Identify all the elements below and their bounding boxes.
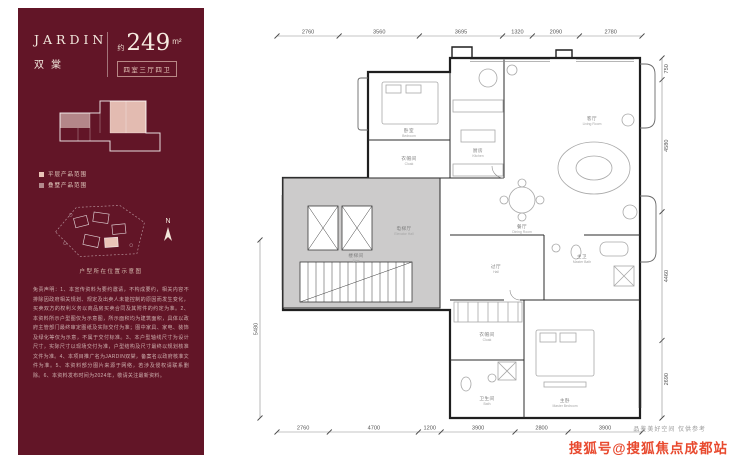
dimension-labels: 2760 3560 3695 1320 2090 2780 2760 4700 1200 3900… [254, 30, 670, 435]
disclaimer-text: 免责声明：1、本宣传资料为要约邀请，不构成要约，相关内容不排除因政府相关规划、规… [33, 287, 189, 379]
svg-text:2760: 2760 [302, 30, 314, 36]
legend-swatch-light [39, 182, 44, 188]
legend-row-stacked: 叠墅产品范围 [39, 181, 183, 189]
svg-text:2800: 2800 [535, 426, 547, 432]
svg-text:2760: 2760 [297, 426, 309, 432]
legend-label: 叠墅产品范围 [48, 183, 88, 189]
svg-text:4460: 4460 [664, 270, 670, 282]
svg-text:2690: 2690 [664, 373, 670, 385]
keyplan-thumbnail [59, 100, 161, 152]
brand-logo: JARDIN [34, 32, 108, 47]
svg-text:3900: 3900 [599, 426, 611, 432]
area-prefix: 约 [117, 45, 125, 52]
furniture [381, 64, 638, 392]
keyplan-wrap [33, 93, 189, 161]
siteplan-row: N [33, 201, 189, 261]
floorplan-svg: 2760 3560 3695 1320 2090 2780 2760 4700 1200 3900… [254, 30, 670, 435]
svg-text:2780: 2780 [604, 30, 616, 36]
legend-swatch-pink [39, 171, 44, 177]
siteplan-diagram [55, 205, 145, 257]
terrace-mid-right [640, 195, 657, 263]
roof-notch-left [451, 46, 473, 58]
brand-block: JARDIN 双棠 [34, 32, 107, 71]
svg-text:1200: 1200 [424, 426, 436, 432]
north-label: N [165, 218, 171, 225]
svg-text:4580: 4580 [664, 139, 670, 151]
area-block: 约 249 m² 四室三厅四卫 [107, 32, 195, 77]
area-unit: m² [172, 37, 182, 46]
interior-partitions [368, 58, 640, 418]
svg-text:5480: 5480 [254, 323, 260, 335]
watermark-text: 搜狐号@搜狐焦点成都站 [568, 441, 728, 456]
info-sidebar: JARDIN 双棠 约 249 m² 四室三厅四卫 [18, 8, 204, 455]
svg-text:2090: 2090 [550, 30, 562, 36]
north-arrow-icon: N [162, 218, 174, 244]
legend: 平层产品范围 叠墅产品范围 [33, 170, 189, 189]
area-value: 249 [126, 30, 171, 56]
area-row: 约 249 m² [117, 32, 195, 55]
svg-text:4700: 4700 [368, 426, 380, 432]
svg-text:750: 750 [664, 64, 670, 73]
siteplan-caption: 户型所在位置示意图 [79, 269, 143, 275]
sidebar-header: JARDIN 双棠 约 249 m² 四室三厅四卫 [33, 32, 189, 77]
svg-text:3560: 3560 [373, 30, 385, 36]
core-block [282, 177, 441, 309]
layout-label: 四室三厅四卫 [117, 61, 178, 77]
plan-note: 品鉴美好空间 仅供参考 [633, 427, 706, 433]
svg-text:1320: 1320 [511, 30, 523, 36]
brand-subtitle: 双棠 [34, 60, 68, 71]
north-arrow-glyph [164, 227, 172, 241]
balcony-left [357, 77, 368, 131]
svg-text:3900: 3900 [472, 426, 484, 432]
legend-row-flat: 平层产品范围 [39, 170, 183, 178]
floorplan-area: 2760 3560 3695 1320 2090 2780 2760 4700 1200 3900… [204, 0, 740, 463]
svg-text:3695: 3695 [455, 30, 467, 36]
roof-notch-right [555, 49, 573, 58]
legend-label: 平层产品范围 [48, 172, 88, 178]
terrace-top-right [640, 63, 656, 129]
